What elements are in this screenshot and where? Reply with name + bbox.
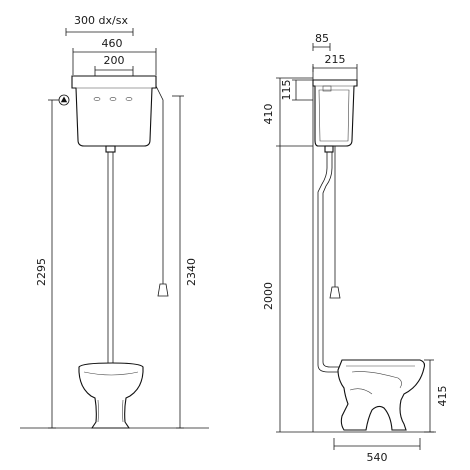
front-view: 300 dx/sx 460 200 <box>20 14 209 429</box>
dim-cistern-depth-label: 215 <box>325 53 346 66</box>
dim-bowl-depth: 540 <box>333 438 421 464</box>
dim-mount-height: 2000 <box>262 146 313 433</box>
dim-cistern-offset: 300 dx/sx <box>65 14 134 36</box>
dim-cistern-inner-label: 200 <box>104 54 125 67</box>
dim-bowl-height-label: 415 <box>436 386 449 407</box>
side-view: 85 215 <box>262 32 449 464</box>
cistern-side <box>312 79 358 299</box>
dim-cistern-height-label: 410 <box>262 104 275 125</box>
dim-cistern-width-label: 460 <box>102 37 123 50</box>
dim-cistern-height: 410 <box>262 77 313 147</box>
dim-cistern-offset-label: 300 dx/sx <box>74 14 128 27</box>
dim-cistern-top-label: 115 <box>280 80 293 101</box>
dim-overall-height-label: 2340 <box>185 258 198 286</box>
dim-top-gap: 85 <box>312 32 331 51</box>
flush-pipe-side <box>317 145 346 373</box>
dim-cistern-inner: 200 <box>94 54 134 76</box>
dim-total-height-label: 2295 <box>35 258 48 286</box>
dim-bowl-depth-label: 540 <box>367 451 388 464</box>
dim-overall-height: 2340 <box>172 95 198 429</box>
cistern-front <box>71 75 169 297</box>
dim-mount-height-label: 2000 <box>262 282 275 310</box>
dim-cistern-top: 115 <box>280 80 313 101</box>
dim-cistern-depth: 215 <box>312 53 358 80</box>
dim-bowl-height: 415 <box>424 359 449 433</box>
dim-cistern-width: 460 <box>72 37 157 75</box>
toilet-bowl-front <box>78 362 144 429</box>
flush-pipe-front <box>105 145 116 365</box>
warning-triangle-icon <box>58 94 70 106</box>
dim-total-height: 2295 <box>35 99 59 429</box>
dim-top-gap-label: 85 <box>315 32 329 45</box>
toilet-bowl-side <box>337 359 426 431</box>
